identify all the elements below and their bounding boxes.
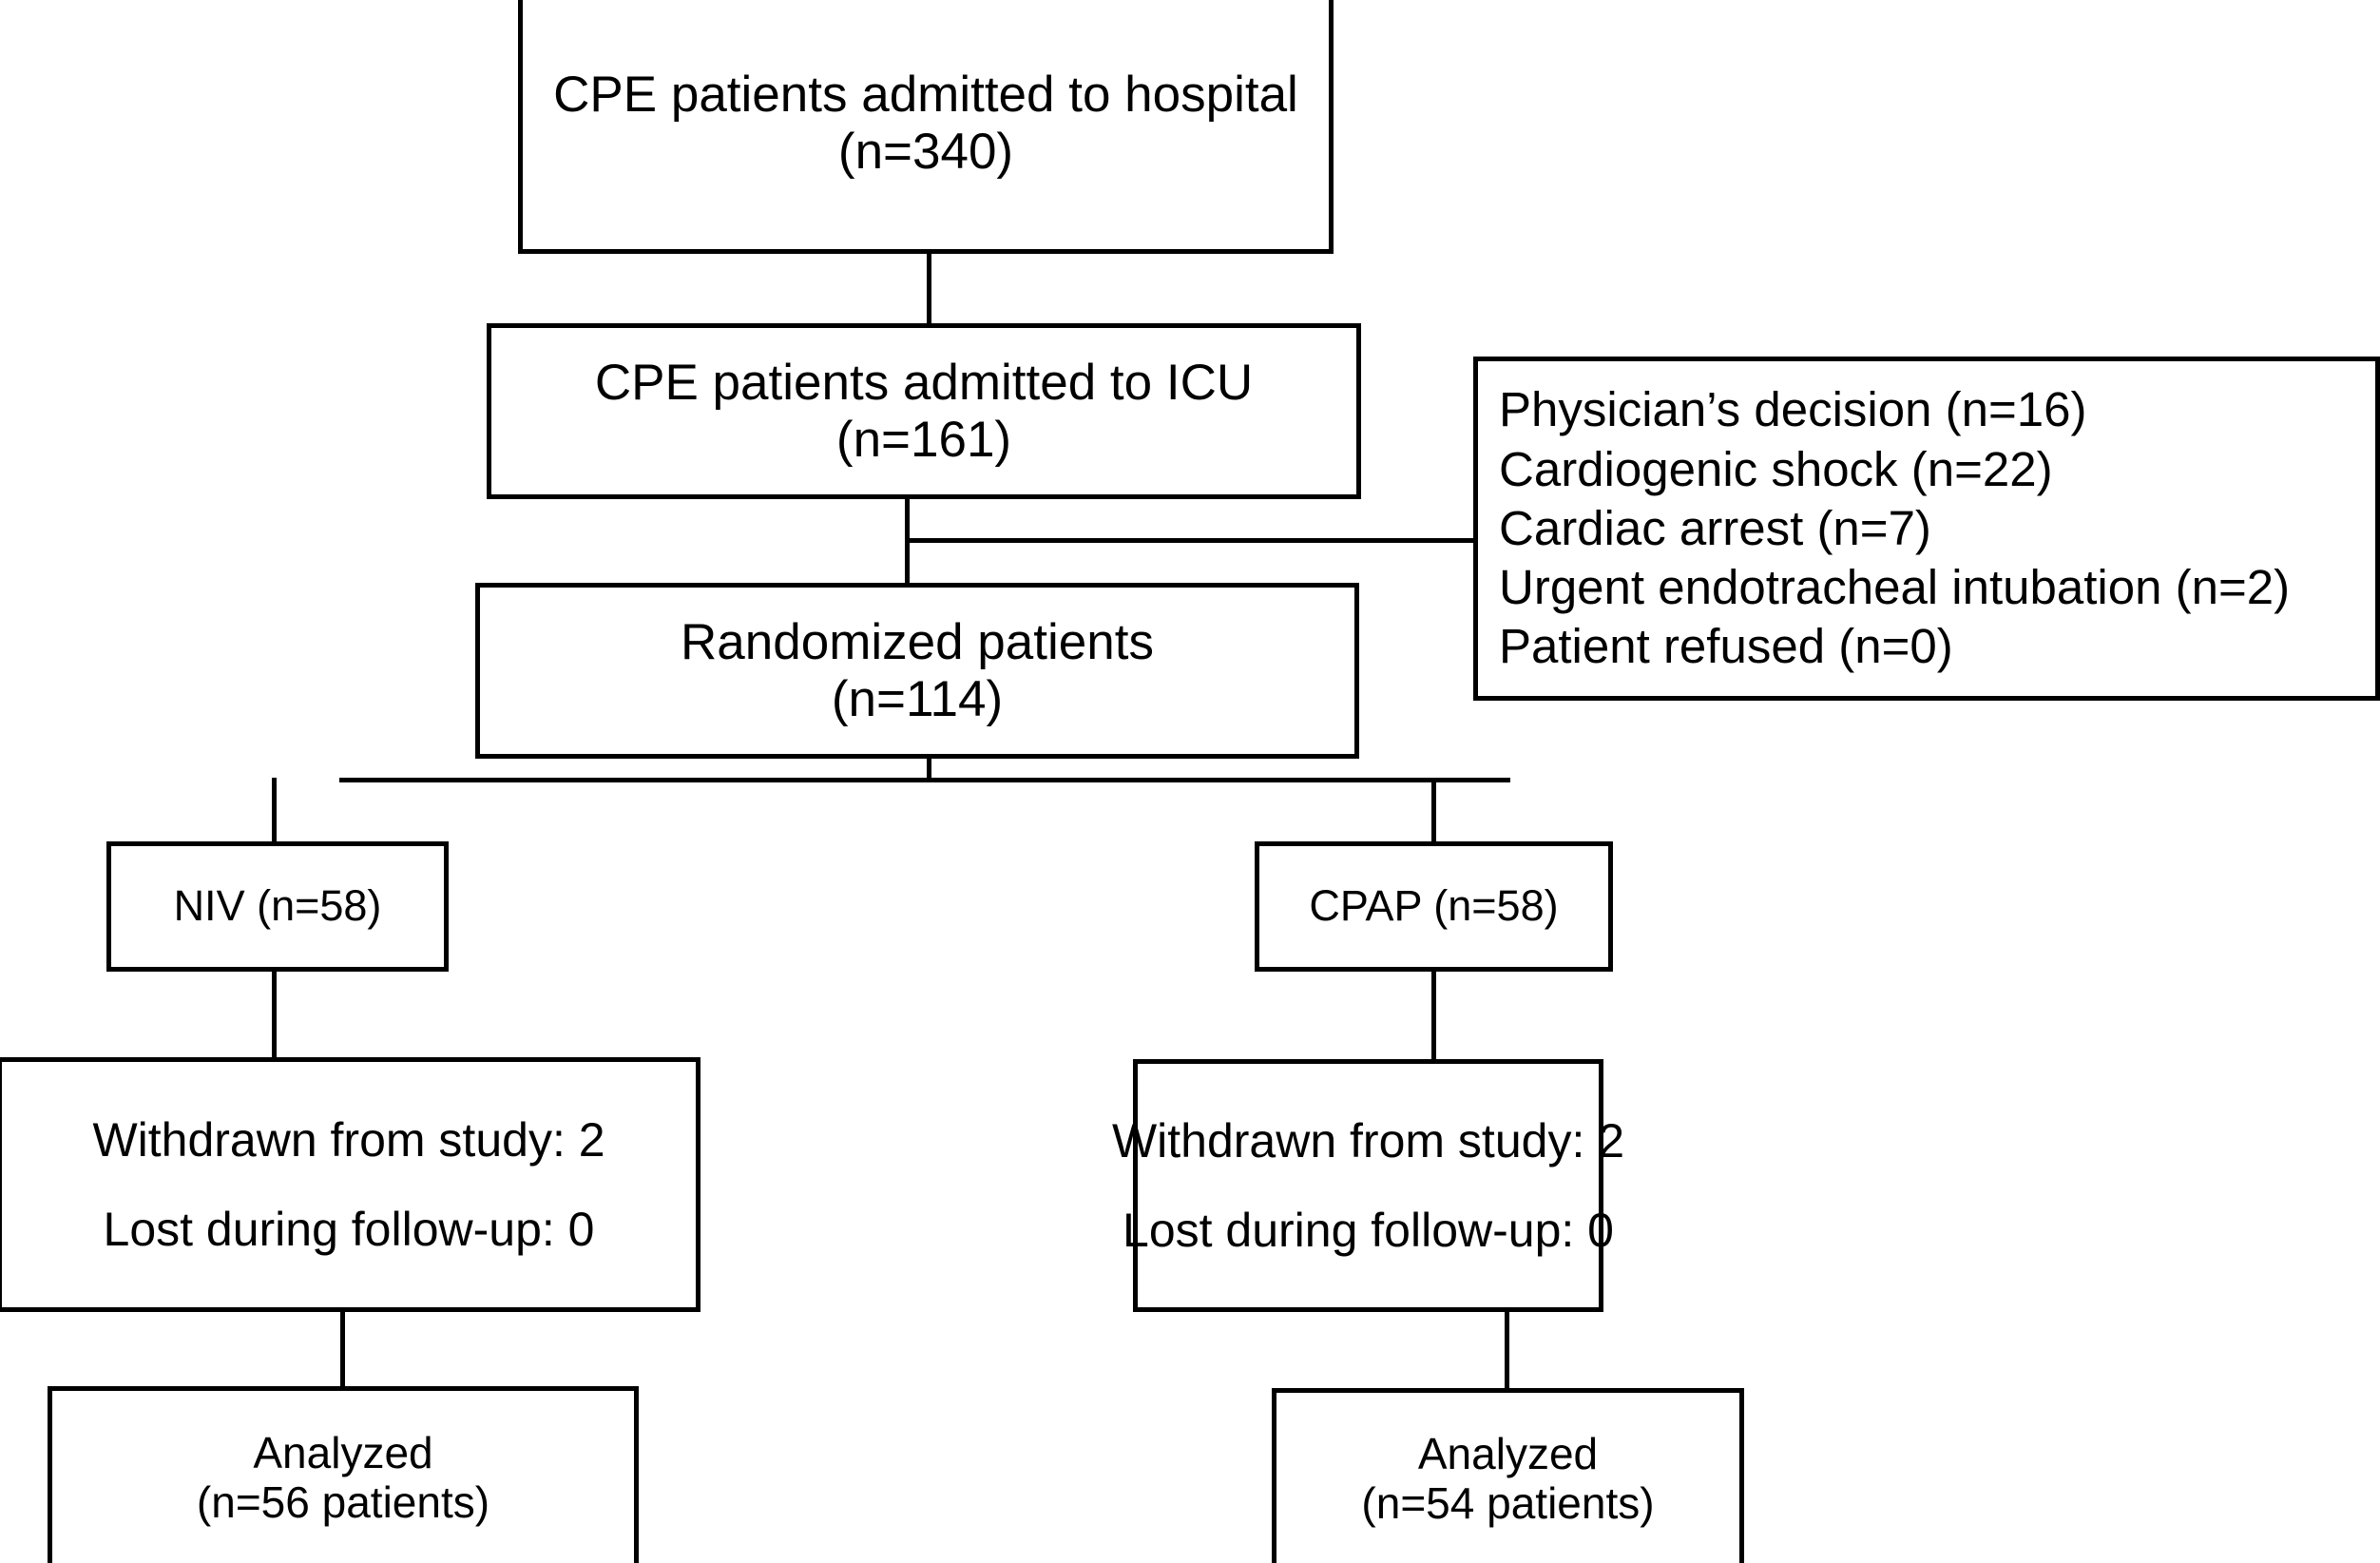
analyzed-cpap-line2: (n=54 patients) xyxy=(1361,1478,1655,1528)
node-hospital-line1: CPE patients admitted to hospital xyxy=(553,67,1298,124)
node-hospital-line2: (n=340) xyxy=(837,123,1014,180)
node-withdrawn-niv: Withdrawn from study: 2 Lost during foll… xyxy=(0,1057,701,1312)
connector-cpap-to-withdrawn xyxy=(1431,968,1436,1062)
connector-icu-to-exclusions xyxy=(905,538,1477,543)
node-randomized-patients: Randomized patients (n=114) xyxy=(475,583,1359,759)
connector-hospital-to-icu xyxy=(927,249,931,327)
node-withdrawn-cpap: Withdrawn from study: 2 Lost during foll… xyxy=(1112,1059,1624,1312)
connector-randomized-stub xyxy=(927,754,931,782)
exclusion-item-cardiogenic-shock: Cardiogenic shock (n=22) xyxy=(1499,441,2053,496)
connector-withdrawn-to-analyzed-cpap xyxy=(1505,1309,1509,1391)
connector-split-to-niv xyxy=(272,778,277,844)
analyzed-niv-line2: (n=56 patients) xyxy=(196,1477,490,1527)
node-cpap-label: CPAP (n=58) xyxy=(1309,881,1559,931)
node-arm-cpap: CPAP (n=58) xyxy=(1255,841,1613,972)
node-icu-line2: (n=161) xyxy=(835,411,1012,468)
node-niv-label: NIV (n=58) xyxy=(173,881,382,931)
node-cpe-admitted-icu: CPE patients admitted to ICU (n=161) xyxy=(487,323,1361,499)
connector-withdrawn-to-analyzed-niv xyxy=(340,1309,345,1389)
connector-allocation-split-bar xyxy=(339,778,1510,782)
withdrawn-niv-line2: Lost during follow-up: 0 xyxy=(103,1203,595,1256)
node-randomized-line2: (n=114) xyxy=(831,670,1004,727)
node-analyzed-cpap: Analyzed (n=54 patients) xyxy=(1272,1388,1744,1563)
node-icu-line1: CPE patients admitted to ICU xyxy=(594,355,1254,412)
analyzed-niv-line1: Analyzed xyxy=(253,1428,433,1478)
node-analyzed-niv: Analyzed (n=56 patients) xyxy=(48,1386,639,1563)
node-exclusion-reasons: Physician’s decision (n=16) Cardiogenic … xyxy=(1473,357,2380,701)
withdrawn-cpap-line1: Withdrawn from study: 2 xyxy=(1111,1114,1625,1167)
analyzed-cpap-line1: Analyzed xyxy=(1417,1429,1599,1479)
exclusion-item-urgent-intubation: Urgent endotracheal intubation (n=2) xyxy=(1499,560,2291,615)
exclusion-item-cardiac-arrest: Cardiac arrest (n=7) xyxy=(1499,500,1931,555)
exclusion-item-physicians-decision: Physician’s decision (n=16) xyxy=(1499,382,2087,437)
node-cpe-admitted-hospital: CPE patients admitted to hospital (n=340… xyxy=(518,0,1334,254)
node-randomized-line1: Randomized patients xyxy=(681,614,1154,671)
exclusion-item-patient-refused: Patient refused (n=0) xyxy=(1499,619,1953,674)
node-arm-niv: NIV (n=58) xyxy=(106,841,449,972)
connector-split-to-cpap xyxy=(1431,778,1436,844)
withdrawn-cpap-line2: Lost during follow-up: 0 xyxy=(1123,1204,1614,1257)
connector-niv-to-withdrawn xyxy=(272,968,277,1060)
withdrawn-niv-line1: Withdrawn from study: 2 xyxy=(92,1113,605,1167)
